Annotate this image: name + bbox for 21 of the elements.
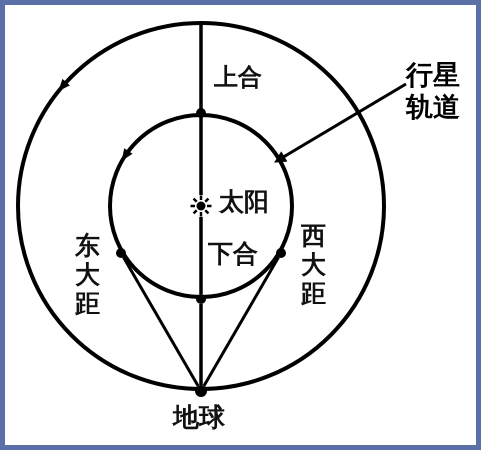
connector-line bbox=[199, 118, 203, 195]
point-label: 东大距 bbox=[75, 232, 101, 318]
point-dot bbox=[276, 248, 286, 258]
sun-symbol bbox=[190, 195, 212, 217]
orbit-circle bbox=[16, 21, 386, 391]
orbit-circle bbox=[108, 113, 294, 299]
connector-line bbox=[199, 217, 203, 294]
point-label: 西大距 bbox=[301, 222, 327, 308]
sun-label: 太阳 bbox=[219, 188, 270, 217]
connector-line bbox=[122, 256, 200, 387]
point-dot bbox=[196, 294, 206, 304]
connector-line bbox=[199, 304, 203, 385]
point-label: 地球 bbox=[173, 404, 226, 434]
orbit-label: 行星轨道 bbox=[406, 60, 472, 140]
point-label: 下合 bbox=[208, 240, 259, 269]
connector-line bbox=[202, 256, 280, 387]
point-dot bbox=[196, 108, 206, 118]
leader-line bbox=[274, 82, 407, 163]
point-label: 上合 bbox=[214, 64, 263, 92]
point-dot bbox=[116, 248, 126, 258]
point-dot bbox=[195, 385, 207, 397]
